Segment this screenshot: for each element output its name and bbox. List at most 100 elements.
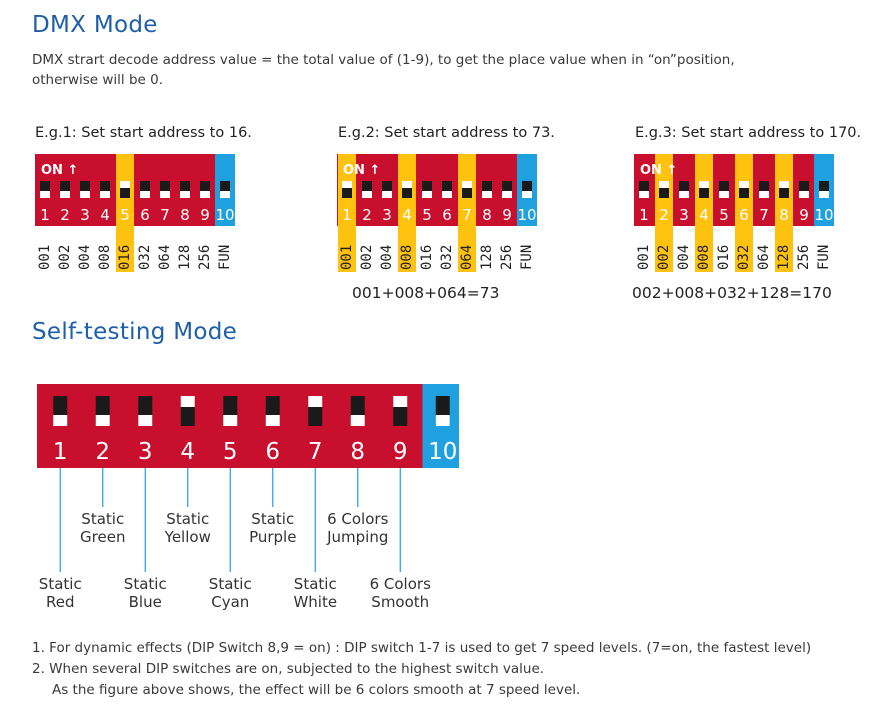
effect-label-line1: 6 Colors xyxy=(369,575,431,593)
place-value-6: 032 xyxy=(137,245,153,270)
switch-knob-5 xyxy=(422,191,432,198)
note-line-3: As the figure above shows, the effect wi… xyxy=(52,682,581,698)
effect-label-line2: Jumping xyxy=(327,528,389,546)
switch-knob-6 xyxy=(442,191,452,198)
self-switch-number-7: 7 xyxy=(308,439,323,465)
switch-knob-3 xyxy=(679,191,689,198)
place-value-1: 001 xyxy=(636,245,652,270)
switch-knob-1 xyxy=(342,181,352,188)
self-testing-mode-title: Self-testing Mode xyxy=(32,319,238,345)
self-switch-number-9: 9 xyxy=(393,439,408,465)
switch-knob-9 xyxy=(502,191,512,198)
self-switch-knob-9 xyxy=(393,396,408,407)
switch-knob-3 xyxy=(80,191,90,198)
on-label: ON ↑ xyxy=(41,163,78,178)
switch-number-9: 9 xyxy=(200,206,210,224)
switch-knob-2 xyxy=(60,191,70,198)
switch-knob-7 xyxy=(160,191,170,198)
self-switch-knob-8 xyxy=(350,415,365,426)
switch-number-2: 2 xyxy=(659,206,669,224)
place-value-2: 002 xyxy=(359,245,375,270)
switch-number-2: 2 xyxy=(60,206,70,224)
switch-number-6: 6 xyxy=(739,206,749,224)
example-2-dip-switch: ON ↑100120023004400850166032706481289256… xyxy=(337,154,537,272)
self-switch-knob-6 xyxy=(265,415,280,426)
place-value-4: 008 xyxy=(696,245,712,270)
switch-slot-1 xyxy=(342,181,352,198)
switch-slot-4 xyxy=(402,181,412,198)
switch-slot-1 xyxy=(40,181,50,198)
switch-slot-9 xyxy=(502,181,512,198)
self-switch-knob-3 xyxy=(138,415,153,426)
effect-label-line2: Green xyxy=(80,528,126,546)
place-value-10: FUN xyxy=(816,245,832,270)
effect-label-line1: Static xyxy=(123,575,167,593)
place-value-6: 032 xyxy=(736,245,752,270)
switch-knob-2 xyxy=(362,191,372,198)
switch-slot-8 xyxy=(180,181,190,198)
on-label: ON ↑ xyxy=(343,163,380,178)
switch-knob-4 xyxy=(402,181,412,188)
place-value-8: 128 xyxy=(177,245,193,270)
place-value-2: 002 xyxy=(57,245,73,270)
place-value-4: 008 xyxy=(97,245,113,270)
switch-knob-7 xyxy=(759,191,769,198)
switch-knob-6 xyxy=(739,181,749,188)
switch-number-3: 3 xyxy=(679,206,689,224)
switch-number-3: 3 xyxy=(382,206,392,224)
example-3-sum: 002+008+032+128=170 xyxy=(632,284,832,302)
place-value-8: 128 xyxy=(776,245,792,270)
place-value-3: 004 xyxy=(676,245,692,270)
switch-knob-10 xyxy=(522,191,532,198)
switch-slot-7 xyxy=(759,181,769,198)
place-value-4: 008 xyxy=(399,245,415,270)
place-value-10: FUN xyxy=(519,245,535,270)
self-switch-number-3: 3 xyxy=(138,439,153,465)
switch-number-6: 6 xyxy=(140,206,150,224)
switch-slot-4 xyxy=(699,181,709,198)
switch-slot-6 xyxy=(739,181,749,198)
switch-knob-5 xyxy=(719,191,729,198)
switch-knob-1 xyxy=(639,191,649,198)
switch-number-2: 2 xyxy=(362,206,372,224)
dmx-description-line1: DMX strart decode address value = the to… xyxy=(32,52,735,68)
place-value-7: 064 xyxy=(459,245,475,270)
switch-slot-2 xyxy=(60,181,70,198)
switch-knob-9 xyxy=(799,191,809,198)
switch-number-9: 9 xyxy=(799,206,809,224)
switch-knob-2 xyxy=(659,181,669,188)
switch-number-1: 1 xyxy=(40,206,50,224)
self-switch-knob-2 xyxy=(95,415,110,426)
place-value-3: 004 xyxy=(379,245,395,270)
switch-slot-2 xyxy=(362,181,372,198)
self-switch-number-5: 5 xyxy=(223,439,238,465)
switch-slot-3 xyxy=(679,181,689,198)
on-label: ON ↑ xyxy=(640,163,677,178)
example-2-caption: E.g.2: Set start address to 73. xyxy=(338,125,555,141)
switch-number-9: 9 xyxy=(502,206,512,224)
switch-slot-6 xyxy=(442,181,452,198)
place-value-2: 002 xyxy=(656,245,672,270)
switch-knob-9 xyxy=(200,191,210,198)
place-value-8: 128 xyxy=(479,245,495,270)
effect-label-line2: Yellow xyxy=(164,528,211,546)
effect-label-line2: Cyan xyxy=(211,593,250,611)
switch-slot-3 xyxy=(382,181,392,198)
switch-slot-5 xyxy=(422,181,432,198)
place-value-1: 001 xyxy=(37,245,53,270)
switch-knob-10 xyxy=(220,191,230,198)
switch-number-8: 8 xyxy=(482,206,492,224)
effect-label-line2: Smooth xyxy=(371,593,430,611)
place-value-5: 016 xyxy=(419,245,435,270)
place-value-6: 032 xyxy=(439,245,455,270)
switch-slot-9 xyxy=(799,181,809,198)
effect-label-line2: Red xyxy=(46,593,75,611)
example-3-caption: E.g.3: Set start address to 170. xyxy=(635,125,862,141)
note-line-2: 2. When several DIP switches are on, sub… xyxy=(32,661,545,677)
effect-label-line1: Static xyxy=(166,510,210,528)
switch-slot-8 xyxy=(779,181,789,198)
